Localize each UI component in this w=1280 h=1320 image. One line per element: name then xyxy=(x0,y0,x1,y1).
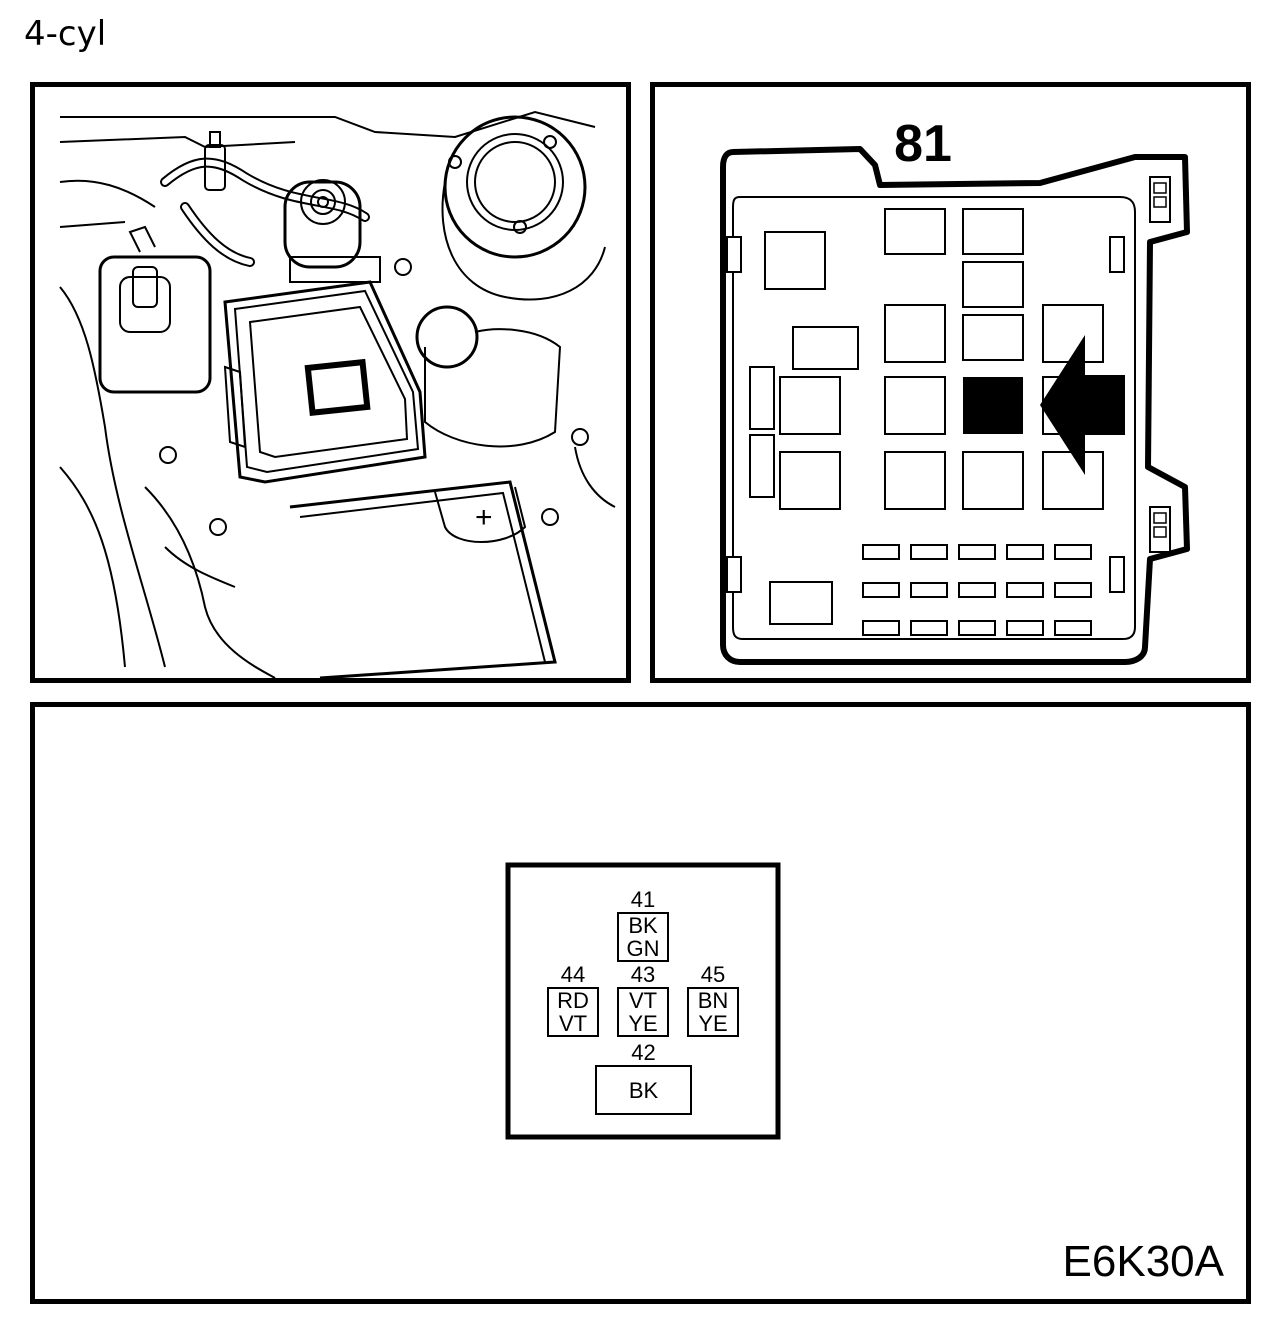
mini-fuse-slot xyxy=(958,582,996,598)
mini-fuse-slot xyxy=(910,620,948,636)
wire-color-code: BK xyxy=(628,913,658,938)
mini-fuse-slot xyxy=(1006,620,1044,636)
pin-number: 43 xyxy=(631,962,655,987)
relay-slot xyxy=(1042,304,1104,363)
mini-fuse-slot xyxy=(958,544,996,560)
relay-slot xyxy=(779,376,841,435)
pin-number: 42 xyxy=(631,1040,655,1065)
fuse-box-layout-panel: 81 xyxy=(650,82,1251,683)
relay-slot xyxy=(769,581,833,625)
relay-slot xyxy=(749,366,775,430)
wire-color-code: YE xyxy=(698,1011,727,1036)
relay-slot xyxy=(962,208,1024,255)
pin-cavity xyxy=(595,1065,692,1115)
mini-fuse-slot xyxy=(1006,544,1044,560)
pin-cavity xyxy=(547,987,599,1037)
arrow-pointer-icon xyxy=(1040,335,1125,475)
pin-number: 45 xyxy=(701,962,725,987)
wire-color-code: VT xyxy=(629,988,657,1013)
engine-variant-label: 4-cyl xyxy=(24,14,107,54)
wire-color-code: VT xyxy=(559,1011,587,1036)
mini-fuse-slot xyxy=(862,582,900,598)
relay-slot xyxy=(779,451,841,510)
mini-fuse-slot xyxy=(862,544,900,560)
figure-code: E6K30A xyxy=(1062,1237,1224,1286)
mini-fuse-slot xyxy=(1054,544,1092,560)
wire-color-code: BN xyxy=(698,988,729,1013)
relay-slot xyxy=(764,231,826,290)
wire-color-code: GN xyxy=(627,936,660,961)
relay-slot xyxy=(884,451,946,510)
engine-bay-illustration-panel: + xyxy=(30,82,631,683)
mini-fuse-slot xyxy=(1054,620,1092,636)
fuse-box-diagram: 81 xyxy=(720,115,1190,665)
mini-fuse-slot xyxy=(910,544,948,560)
wire-color-code: RD xyxy=(557,988,589,1013)
relay-slot xyxy=(884,376,946,435)
pin-cavity xyxy=(617,987,669,1037)
relay-slot xyxy=(1042,451,1104,510)
relay-slot xyxy=(884,208,946,255)
mini-fuse-slot xyxy=(958,620,996,636)
relay-slot xyxy=(962,451,1024,510)
relay-slot xyxy=(792,326,859,370)
highlighted-relay-slot xyxy=(963,377,1023,434)
relay-slot xyxy=(749,434,775,498)
pin-number: 44 xyxy=(561,962,585,987)
pin-number: 41 xyxy=(631,887,655,912)
relay-slot xyxy=(962,314,1024,361)
mini-fuse-slot xyxy=(1054,582,1092,598)
mini-fuse-slot xyxy=(862,620,900,636)
mini-fuse-slot xyxy=(910,582,948,598)
wire-color-code: YE xyxy=(628,1011,657,1036)
relay-slot xyxy=(962,261,1024,308)
wire-color-code: BK xyxy=(629,1078,659,1103)
relay-slot xyxy=(884,304,946,363)
engine-bay-drawing: + xyxy=(59,110,616,678)
pin-cavity xyxy=(687,987,739,1037)
svg-text:+: + xyxy=(475,501,493,534)
mini-fuse-slot xyxy=(1006,582,1044,598)
pin-cavity xyxy=(617,912,669,962)
fuse-box-number: 81 xyxy=(894,115,952,173)
